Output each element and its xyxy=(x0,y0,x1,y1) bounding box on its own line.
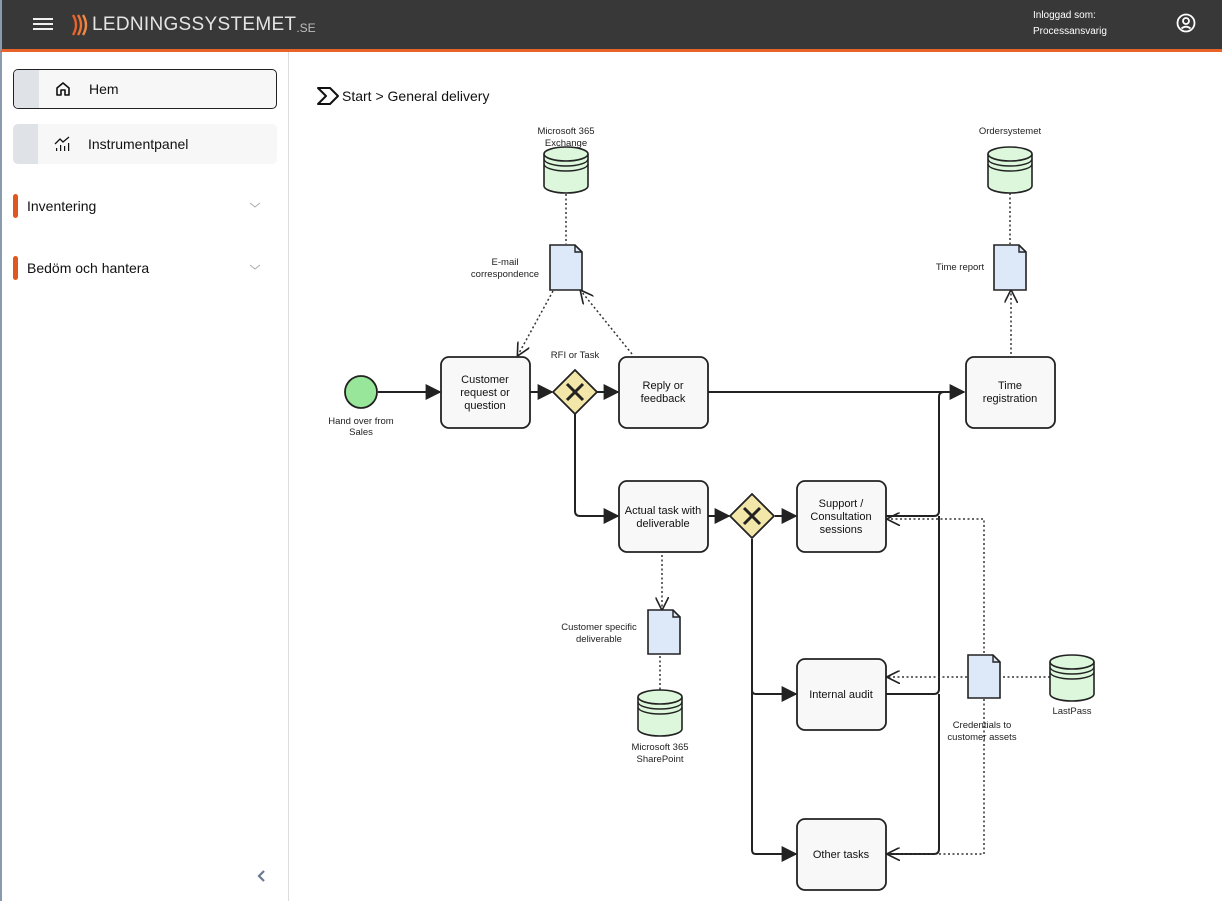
datastore-label: Microsoft 365 xyxy=(631,742,688,753)
datastore-label: SharePoint xyxy=(636,754,683,765)
dataobject-label: E-mail xyxy=(492,257,519,268)
brand-logo[interactable]: LEDNINGSSYSTEMET .SE xyxy=(70,12,316,38)
flow-gateway-to-audit xyxy=(751,539,798,702)
task-reply-feedback[interactable]: Reply or feedback xyxy=(618,356,709,429)
brand-suffix: .SE xyxy=(296,21,316,35)
top-bar: LEDNINGSSYSTEMET .SE Inloggad som: Proce… xyxy=(0,0,1222,52)
breadcrumb: Start > General delivery xyxy=(316,86,489,106)
task-support-consultation[interactable]: Support / Consultation sessions xyxy=(796,480,887,553)
task-label: Internal audit xyxy=(809,689,873,701)
datastore-ordersystemet[interactable]: Ordersystemet xyxy=(979,126,1042,194)
datastore-label: Ordersystemet xyxy=(979,126,1042,137)
sidebar-section-inventering[interactable]: Inventering xyxy=(13,194,277,218)
dataobject-label: Credentials to xyxy=(953,720,1012,731)
task-label: Customer xyxy=(461,374,509,386)
chevron-left-icon[interactable] xyxy=(254,868,270,884)
start-event-label: Sales xyxy=(349,427,373,438)
dataobject-email[interactable]: E-mail correspondence xyxy=(471,244,583,291)
dataobject-credentials[interactable]: Credentials to customer assets xyxy=(947,654,1017,743)
task-label: deliverable xyxy=(636,518,689,530)
dataobject-label: customer assets xyxy=(947,732,1016,743)
datastore-label: LastPass xyxy=(1052,706,1091,717)
task-other-tasks[interactable]: Other tasks xyxy=(796,818,887,891)
breadcrumb-path: Start > General delivery xyxy=(342,88,490,104)
task-customer-request[interactable]: Customer request or question xyxy=(440,356,531,429)
user-circle-icon[interactable] xyxy=(1175,12,1197,34)
task-label: Consultation xyxy=(810,511,871,523)
task-label: registration xyxy=(983,393,1037,405)
task-label: Reply or xyxy=(643,380,684,392)
datastore-sharepoint[interactable]: Microsoft 365 SharePoint xyxy=(631,689,689,765)
sidebar: Hem Instrumentpanel Inventering Bedöm oc… xyxy=(0,52,289,901)
task-time-registration[interactable]: Time registration xyxy=(965,356,1056,429)
dataobject-deliverable[interactable]: Customer specific deliverable xyxy=(561,609,681,655)
sidebar-item-label: Hem xyxy=(89,81,119,97)
datastore-label: Microsoft 365 xyxy=(537,126,594,137)
flow-gateway-to-other xyxy=(751,690,798,862)
start-event[interactable]: Hand over from Sales xyxy=(328,375,394,438)
task-label: Actual task with xyxy=(625,505,701,517)
dataobject-time-report[interactable]: Time report xyxy=(936,244,1027,291)
dashboard-chart-icon xyxy=(54,136,70,151)
datastore-lastpass[interactable]: LastPass xyxy=(1049,654,1095,717)
home-icon xyxy=(56,82,70,96)
flow-gateway-to-actual xyxy=(574,414,620,524)
datastore-label: Exchange xyxy=(545,138,587,149)
sidebar-item-instrumentpanel[interactable]: Instrumentpanel xyxy=(13,124,277,164)
task-label: request or xyxy=(460,387,510,399)
gateway-rfi-or-task[interactable]: RFI or Task xyxy=(551,350,600,416)
assoc-email-request xyxy=(518,290,554,355)
task-label: Other tasks xyxy=(813,849,870,861)
user-role: Processansvarig xyxy=(1033,26,1107,37)
sidebar-item-label: Instrumentpanel xyxy=(88,136,189,152)
assoc-reply-email xyxy=(581,291,633,355)
sequence-flows xyxy=(378,384,966,862)
start-event-label: Hand over from xyxy=(328,416,394,427)
gateway-task-split[interactable] xyxy=(728,492,776,540)
datastore-exchange[interactable]: Microsoft 365 Exchange xyxy=(537,126,595,194)
section-label: Bedöm och hantera xyxy=(27,260,150,276)
task-actual-task[interactable]: Actual task with deliverable xyxy=(618,480,709,553)
dataobject-label: Customer specific xyxy=(561,622,637,633)
flow-other-to-time xyxy=(886,694,940,855)
chevron-down-icon xyxy=(249,264,261,270)
task-label: question xyxy=(464,400,506,412)
dataobject-label: Time report xyxy=(936,262,985,273)
sidebar-section-bedom-och-hantera[interactable]: Bedöm och hantera xyxy=(13,256,277,280)
task-label: Support / xyxy=(819,498,865,510)
task-internal-audit[interactable]: Internal audit xyxy=(796,658,887,731)
task-label: sessions xyxy=(820,524,863,536)
associations xyxy=(518,193,1050,854)
gateway-label: RFI or Task xyxy=(551,350,600,361)
logged-in-label: Inloggad som: xyxy=(1033,10,1096,21)
chevron-down-icon xyxy=(249,202,261,208)
task-label: Time xyxy=(998,380,1022,392)
flow-support-to-time xyxy=(886,391,964,517)
dataobject-label: correspondence xyxy=(471,269,539,280)
assoc-credentials-support xyxy=(888,519,985,653)
sidebar-item-hem[interactable]: Hem xyxy=(13,69,277,109)
logo-waves-icon xyxy=(71,14,88,36)
brand-name: LEDNINGSSYSTEMET xyxy=(92,14,297,35)
task-label: feedback xyxy=(641,393,686,405)
process-chevron-icon xyxy=(317,87,339,105)
section-label: Inventering xyxy=(27,198,97,214)
flow-audit-to-time xyxy=(886,516,940,695)
hamburger-menu-icon[interactable] xyxy=(33,15,53,33)
user-info: Inloggad som: Processansvarig xyxy=(1033,8,1107,40)
dataobject-label: deliverable xyxy=(576,634,622,645)
assoc-credentials-other xyxy=(888,699,985,854)
